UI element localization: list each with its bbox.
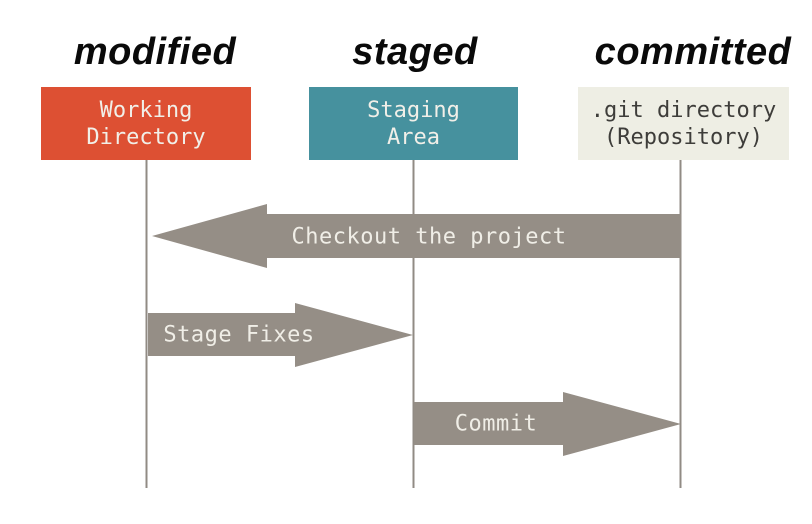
commit-arrow-label: Commit (454, 411, 538, 437)
checkout-arrow-label: Checkout the project (291, 224, 567, 250)
checkout-arrow (152, 204, 681, 268)
state-label-staged: staged (352, 31, 478, 73)
working-directory-box-line1: Working (99, 97, 193, 123)
git-directory-box-line2: (Repository) (604, 124, 763, 150)
state-label-committed: committed (594, 31, 792, 73)
staging-area-box: Staging Area (309, 87, 518, 160)
working-directory-box: Working Directory (41, 87, 251, 160)
git-directory-box-line1: .git directory (590, 97, 777, 123)
stage-fixes-arrow (148, 303, 413, 367)
staging-area-box-line1: Staging (367, 97, 460, 123)
commit-arrow (414, 392, 681, 456)
stage-fixes-arrow-label: Stage Fixes (163, 322, 315, 348)
staging-area-box-line2: Area (387, 124, 440, 150)
working-directory-box-line2: Directory (86, 124, 206, 150)
state-label-modified: modified (73, 31, 237, 73)
git-directory-box: .git directory (Repository) (578, 87, 789, 160)
